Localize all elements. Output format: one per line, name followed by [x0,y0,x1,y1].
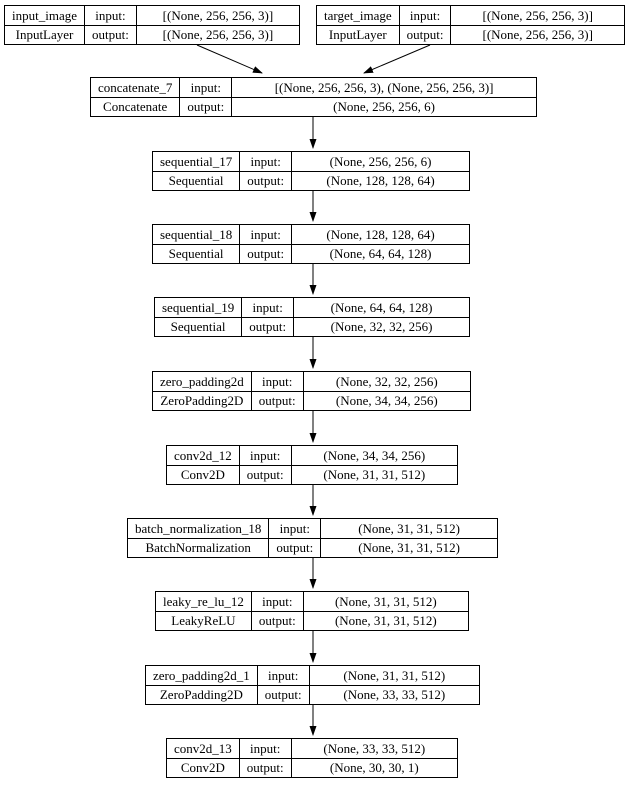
layer-node-zero-padding2d: zero_padding2d input: (None, 32, 32, 256… [152,371,471,411]
output-shape: (None, 31, 31, 512) [290,465,457,484]
layer-node-leaky-re-lu-12: leaky_re_lu_12 input: (None, 31, 31, 512… [155,591,469,631]
layer-type: Sequential [155,317,242,336]
output-shape: (None, 32, 32, 256) [293,317,469,336]
output-shape: [(None, 256, 256, 3)] [450,25,624,44]
layer-name: zero_padding2d_1 [153,667,250,683]
output-shape: [(None, 256, 256, 3)] [135,25,299,44]
layer-type: BatchNormalization [128,538,269,557]
layer-type: Conv2D [167,758,239,777]
layer-name: conv2d_12 [174,447,232,463]
layer-name: leaky_re_lu_12 [163,593,244,609]
input-label: input: [239,225,291,244]
input-shape: (None, 32, 32, 256) [302,372,470,391]
layer-type: Concatenate [91,97,180,116]
output-label: output: [84,25,136,44]
layer-node-input-image: input_image input: [(None, 256, 256, 3)]… [4,5,300,45]
output-shape: (None, 31, 31, 512) [320,538,497,557]
output-label: output: [238,465,291,484]
output-label: output: [398,25,451,44]
input-label: input: [398,6,451,25]
input-label: input: [241,298,293,317]
input-shape: (None, 256, 256, 6) [291,152,469,171]
output-shape: (None, 256, 256, 6) [231,97,536,116]
layer-type: Sequential [153,171,240,190]
layer-type: InputLayer [5,25,84,44]
layer-type: LeakyReLU [156,611,251,630]
input-shape: (None, 64, 64, 128) [293,298,469,317]
input-shape: (None, 31, 31, 512) [308,666,479,685]
layer-type: ZeroPadding2D [153,391,251,410]
layer-node-sequential-17: sequential_17 input: (None, 256, 256, 6)… [152,151,470,191]
output-shape: (None, 128, 128, 64) [291,171,469,190]
output-label: output: [239,171,292,190]
input-label: input: [250,372,303,391]
layer-name: sequential_19 [162,299,235,315]
layer-node-batch-normalization-18: batch_normalization_18 input: (None, 31,… [127,518,498,558]
layer-name: sequential_17 [160,153,233,169]
output-label: output: [241,317,294,336]
output-label: output: [238,758,291,777]
input-label: input: [256,666,309,685]
layer-type: ZeroPadding2D [146,685,257,704]
input-label: input: [268,519,320,538]
input-shape: [(None, 256, 256, 3), (None, 256, 256, 3… [231,78,536,97]
layer-node-conv2d-12: conv2d_12 input: (None, 34, 34, 256) Con… [166,445,458,485]
layer-name: conv2d_13 [174,740,232,756]
input-label: input: [238,446,291,465]
edge-target-image-to-concatenate [363,44,431,74]
input-shape: (None, 31, 31, 512) [320,519,497,538]
layer-type: Conv2D [167,465,239,484]
layer-name: sequential_18 [160,226,233,242]
layer-name: zero_padding2d [160,373,244,389]
output-label: output: [268,538,321,557]
layer-node-sequential-18: sequential_18 input: (None, 128, 128, 64… [152,224,470,264]
input-shape: [(None, 256, 256, 3)] [450,6,624,25]
input-shape: (None, 34, 34, 256) [290,446,457,465]
layer-node-target-image: target_image input: [(None, 256, 256, 3)… [316,5,625,45]
input-shape: (None, 128, 128, 64) [291,225,469,244]
input-shape: (None, 33, 33, 512) [290,739,457,758]
input-label: input: [250,592,303,611]
layer-name: batch_normalization_18 [135,520,262,536]
layer-name: input_image [12,7,77,23]
input-shape: (None, 31, 31, 512) [302,592,468,611]
input-shape: [(None, 256, 256, 3)] [135,6,299,25]
layer-type: InputLayer [317,25,399,44]
output-label: output: [250,611,303,630]
output-shape: (None, 31, 31, 512) [302,611,468,630]
layer-node-zero-padding2d-1: zero_padding2d_1 input: (None, 31, 31, 5… [145,665,480,705]
layer-node-sequential-19: sequential_19 input: (None, 64, 64, 128)… [154,297,470,337]
output-label: output: [256,685,309,704]
layer-type: Sequential [153,244,240,263]
output-shape: (None, 34, 34, 256) [302,391,470,410]
edge-input-image-to-concatenate [196,44,263,74]
layer-name: target_image [324,7,392,23]
output-shape: (None, 64, 64, 128) [291,244,469,263]
output-label: output: [179,97,232,116]
layer-node-conv2d-13: conv2d_13 input: (None, 33, 33, 512) Con… [166,738,458,778]
output-label: output: [239,244,292,263]
layer-node-concatenate-7: concatenate_7 input: [(None, 256, 256, 3… [90,77,537,117]
output-label: output: [250,391,303,410]
input-label: input: [84,6,136,25]
output-shape: (None, 33, 33, 512) [308,685,479,704]
output-shape: (None, 30, 30, 1) [290,758,457,777]
input-label: input: [239,152,291,171]
layer-name: concatenate_7 [98,79,173,95]
input-label: input: [179,78,231,97]
input-label: input: [238,739,291,758]
